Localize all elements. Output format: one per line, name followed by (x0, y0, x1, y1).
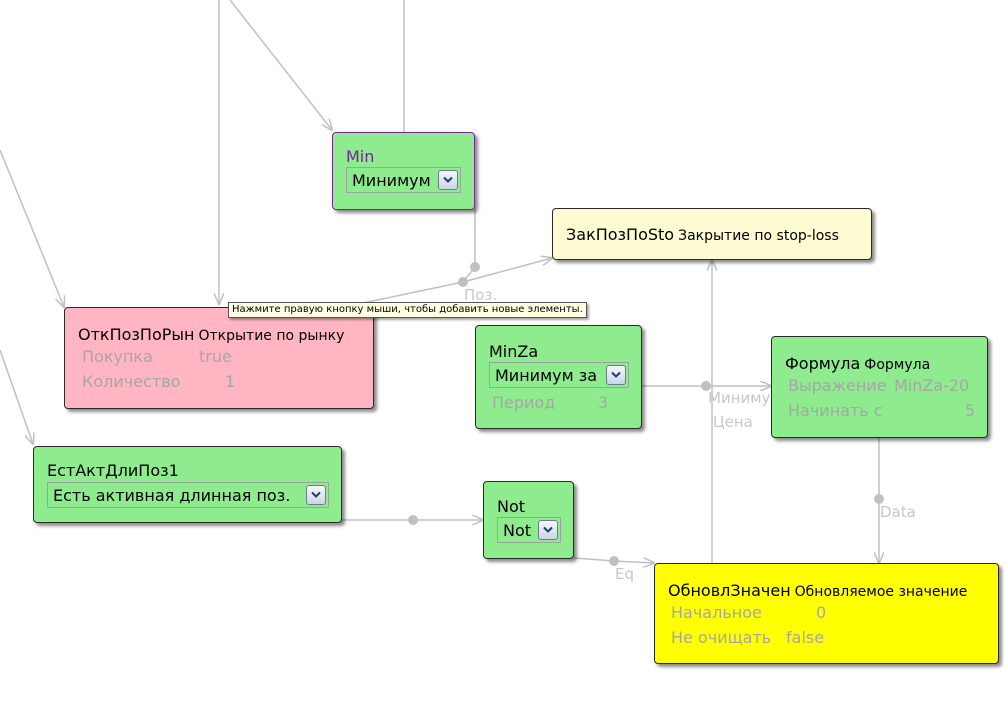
connector-dot[interactable] (470, 262, 480, 272)
prop-name: Выражение (788, 376, 887, 395)
connector-line (0, 149, 64, 307)
function-select[interactable]: Минимум (346, 167, 461, 193)
node-name: ЗакПозПоSto (566, 225, 675, 244)
node-not[interactable]: Not Not (483, 481, 574, 559)
select-value: Минимум за (495, 366, 598, 385)
node-description: Формула (864, 357, 931, 373)
connector-line (0, 349, 33, 444)
node-title: Not (497, 497, 526, 516)
function-select[interactable]: Минимум за (489, 362, 629, 388)
node-estakt[interactable]: ЕстАктДлиПоз1 Есть активная длинная поз. (33, 446, 342, 523)
prop-name: Период (492, 393, 556, 412)
prop-value[interactable]: 5 (965, 401, 976, 420)
prop-value[interactable]: MinZa-20 (894, 376, 970, 395)
chevron-down-icon[interactable] (306, 485, 326, 505)
connector-line (462, 258, 552, 283)
prop-name: Покупка (82, 347, 153, 366)
connector-line (229, 0, 332, 130)
node-name: ОбновлЗначен (668, 581, 791, 600)
node-name: ОткПозПоРын (78, 325, 195, 344)
node-title: Min (346, 147, 375, 166)
canvas-tooltip: Нажмите правую кнопку мыши, чтобы добави… (228, 302, 587, 318)
prop-name: Начинать с (788, 401, 883, 420)
connector-dot[interactable] (408, 515, 418, 525)
select-value: Not (503, 521, 532, 540)
select-value: Есть активная длинная поз. (53, 486, 291, 505)
connector-dot[interactable] (458, 277, 468, 287)
connection-label-minimum: Минимум (708, 389, 782, 407)
node-description: Обновляемое значение (794, 584, 968, 600)
connection-label-poz: Поз. (464, 286, 498, 304)
prop-name: Не очищать (671, 628, 772, 647)
prop-value[interactable]: false (786, 628, 825, 647)
chevron-down-icon[interactable] (606, 365, 626, 385)
chevron-down-icon[interactable] (538, 520, 558, 540)
node-min[interactable]: Min Минимум (332, 132, 475, 210)
connection-label-data: Data (880, 503, 916, 521)
select-value: Минимум (352, 171, 431, 190)
connector-dot[interactable] (609, 556, 619, 566)
condition-select[interactable]: Есть активная длинная поз. (47, 482, 329, 508)
chevron-down-icon[interactable] (438, 170, 458, 190)
prop-value[interactable]: true (199, 347, 232, 366)
node-title: MinZa (489, 342, 539, 361)
connection-label-eq: Eq (615, 565, 634, 583)
connector-dot[interactable] (874, 494, 884, 504)
node-description: Закрытие по stop-loss (678, 228, 839, 244)
prop-name: Начальное (671, 603, 762, 622)
prop-value[interactable]: 0 (816, 603, 827, 622)
prop-value[interactable]: 1 (225, 372, 236, 391)
node-minza[interactable]: MinZa Минимум за Период 3 (475, 325, 642, 429)
connection-label-cena: Цена (713, 413, 753, 431)
prop-name: Количество (82, 372, 181, 391)
operator-select[interactable]: Not (497, 517, 561, 543)
connector-dot[interactable] (701, 381, 711, 391)
node-description: Открытие по рынку (198, 328, 345, 344)
node-title: ЕстАктДлиПоз1 (47, 461, 179, 480)
node-name: Формула (785, 354, 861, 373)
prop-value[interactable]: 3 (598, 393, 609, 412)
